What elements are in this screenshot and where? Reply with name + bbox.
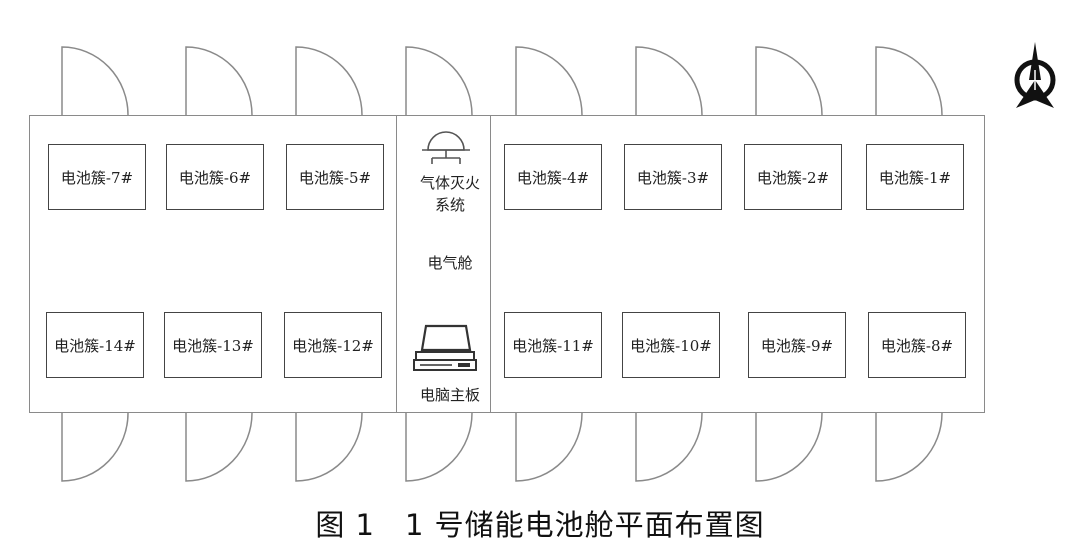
battery-cluster-10: 电池簇-10#	[622, 312, 720, 378]
battery-cluster-13: 电池簇-13#	[164, 312, 262, 378]
computer-icon	[413, 324, 477, 371]
battery-cluster-8: 电池簇-8#	[868, 312, 966, 378]
compass-icon	[1014, 42, 1056, 108]
door-icon-top-6	[635, 46, 703, 116]
gas-fire-suppression-label-line1: 气体灭火	[419, 174, 480, 192]
door-icon-bottom-1	[61, 412, 129, 482]
electrical-cabin-label: 电气舱	[427, 254, 473, 272]
battery-cluster-1: 电池簇-1#	[866, 144, 964, 210]
battery-cluster-14: 电池簇-14#	[46, 312, 144, 378]
gas-fire-suppression-label-line2: 系统	[434, 196, 465, 214]
door-icon-top-5	[515, 46, 583, 116]
battery-cluster-12: 电池簇-12#	[284, 312, 382, 378]
battery-cluster-7: 电池簇-7#	[48, 144, 146, 210]
fire-suppression-icon	[422, 131, 470, 164]
door-icon-top-8	[875, 46, 943, 116]
battery-cluster-2: 电池簇-2#	[744, 144, 842, 210]
electrical-cabin-wall-right	[490, 115, 491, 413]
door-icon-bottom-7	[755, 412, 823, 482]
door-icon-bottom-4	[405, 412, 473, 482]
door-icon-bottom-2	[185, 412, 253, 482]
door-icon-top-1	[61, 46, 129, 116]
door-icon-top-7	[755, 46, 823, 116]
computer-board-label: 电脑主板	[419, 386, 480, 404]
floor-plan-doors	[61, 46, 943, 482]
battery-cluster-9: 电池簇-9#	[748, 312, 846, 378]
battery-cluster-11: 电池簇-11#	[504, 312, 602, 378]
figure-caption: 图 1 1 号储能电池舱平面布置图	[315, 508, 765, 542]
door-icon-bottom-8	[875, 412, 943, 482]
battery-cluster-6: 电池簇-6#	[166, 144, 264, 210]
door-icon-top-3	[295, 46, 363, 116]
gas-fire-suppression-label: 气体灭火 系统	[408, 172, 492, 216]
battery-cluster-3: 电池簇-3#	[624, 144, 722, 210]
door-icon-bottom-6	[635, 412, 703, 482]
electrical-cabin-wall-left	[396, 115, 397, 413]
door-icon-bottom-5	[515, 412, 583, 482]
battery-cabin-outline	[29, 115, 985, 413]
door-icon-top-4	[405, 46, 473, 116]
battery-cluster-5: 电池簇-5#	[286, 144, 384, 210]
door-icon-top-2	[185, 46, 253, 116]
door-icon-bottom-3	[295, 412, 363, 482]
battery-cluster-4: 电池簇-4#	[504, 144, 602, 210]
